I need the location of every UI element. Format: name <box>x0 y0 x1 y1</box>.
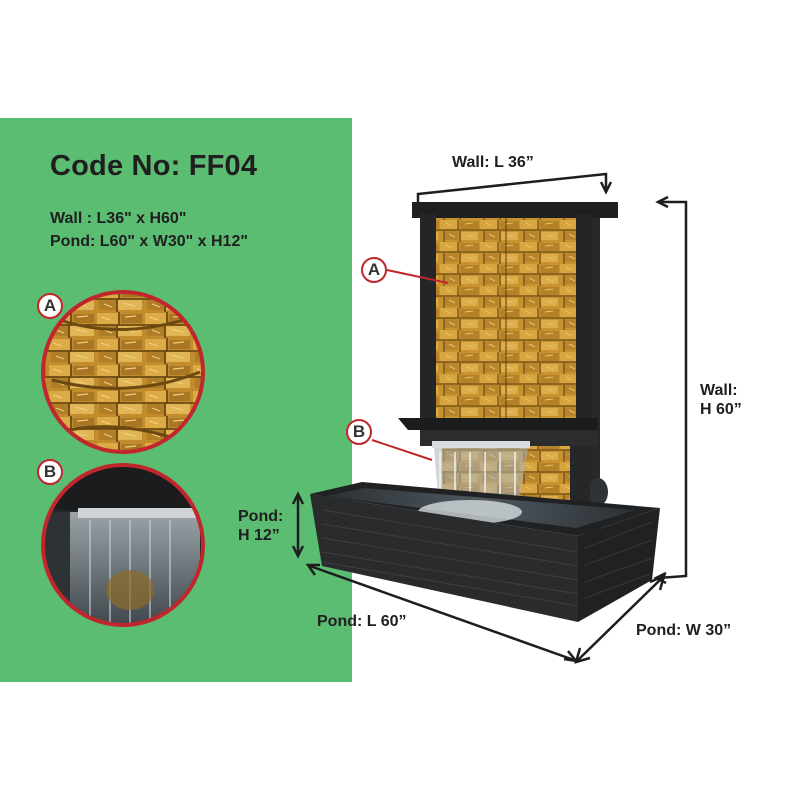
wall-height-label-line1: Wall: <box>700 382 738 399</box>
callout-a-badge-detail: A <box>37 293 63 319</box>
pond-height-label: Pond: H 12” <box>238 507 283 545</box>
wall-spec-text: Wall : L36" x H60" <box>50 210 187 227</box>
dimension-arrows <box>291 172 688 664</box>
pond-width-label: Pond: W 30” <box>636 622 732 639</box>
callout-b-leader <box>371 439 433 461</box>
pond-spec-text: Pond: L60" x W30" x H12" <box>50 233 248 250</box>
callout-a-leader <box>386 269 449 284</box>
wall-length-label: Wall: L 36” <box>452 154 534 171</box>
wall-height-label-line2: H 60” <box>700 401 742 418</box>
callout-a-badge-product: A <box>361 257 387 283</box>
pond-height-label-line2: H 12” <box>238 527 280 544</box>
wall-height-label: Wall: H 60” <box>700 381 742 419</box>
callout-b-badge-product: B <box>346 419 372 445</box>
callout-b-badge-detail: B <box>37 459 63 485</box>
detail-circle-a <box>41 290 205 454</box>
fountain-image <box>310 202 660 622</box>
pond-length-label: Pond: L 60” <box>317 613 407 630</box>
pond-height-label-line1: Pond: <box>238 508 284 525</box>
detail-circle-b <box>41 463 205 627</box>
product-code-title: Code No: FF04 <box>50 150 258 182</box>
